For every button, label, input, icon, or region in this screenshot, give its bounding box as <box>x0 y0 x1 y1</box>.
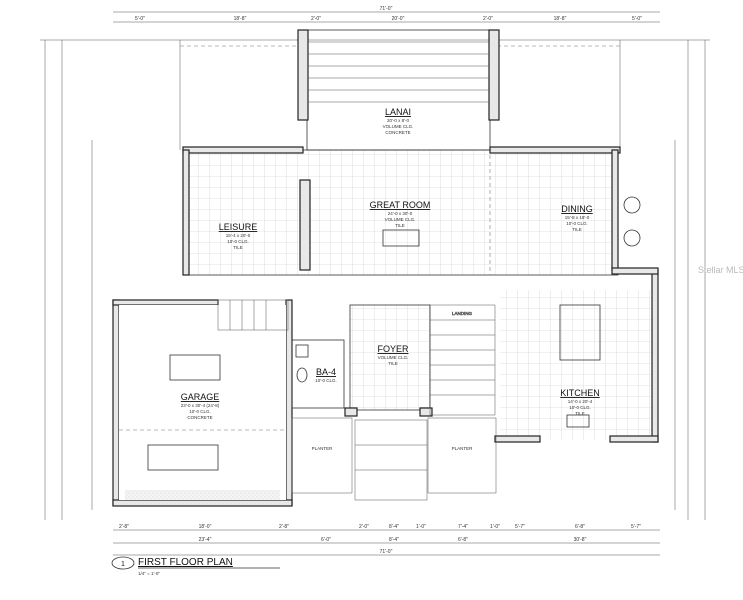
room-ceiling: 10'-0 CLG. <box>189 409 211 414</box>
entry-steps <box>354 419 428 501</box>
room-garage: GARAGE 23'-0 x 30'-4 (24'-8) 10'-0 CLG. … <box>112 299 293 507</box>
ac-unit-icon <box>623 196 641 214</box>
room-kitchen: KITCHEN 14'-0 x 20'-4 10'-0 CLG. TILE <box>494 267 659 443</box>
kitchen-sink-icon <box>566 414 590 428</box>
sink-icon <box>295 344 309 358</box>
note-box <box>382 229 420 247</box>
room-floor: CONCRETE <box>187 415 212 420</box>
plan-number: 1 <box>121 561 125 568</box>
toilet-icon <box>296 367 308 383</box>
room-ceiling: 10'-0 CLG. <box>566 221 588 226</box>
room-floor: TILE <box>233 245 243 250</box>
note-box <box>147 444 219 471</box>
room-name: GREAT ROOM <box>370 200 431 210</box>
room-floor: CONCRETE <box>385 130 410 135</box>
dim-top-overall: 71'-0" <box>380 6 393 12</box>
top-dimensions: 71'-0" 5'-0" 18'-8" 2'-0" 20'-0" 2'-0" 1… <box>40 6 710 41</box>
living-band <box>182 146 641 276</box>
dim-bottom: 2'-8" <box>119 524 129 530</box>
room-ceiling: 10'-0 CLG. <box>315 378 337 383</box>
room-ceiling: 10'-0 CLG. <box>569 405 591 410</box>
room-foyer: FOYER VOLUME CLG. TILE <box>344 304 433 417</box>
dim-top: 5'-0" <box>135 16 145 22</box>
side-dimensions <box>44 40 706 520</box>
room-floor: TILE <box>572 227 582 232</box>
stairs <box>217 299 289 331</box>
planters: PLANTER PLANTER <box>291 417 497 501</box>
room-size: 15'-4 x 20'-0 <box>226 233 251 238</box>
plan-title: FIRST FLOOR PLAN <box>138 557 233 568</box>
room-name: LANAI <box>385 107 411 117</box>
dim-bottom: 2'-8" <box>279 524 289 530</box>
room-name: FOYER <box>377 344 409 354</box>
room-size: 14'-0 x 20'-4 <box>568 399 593 404</box>
dim-bottom: 7'-4" <box>458 524 468 530</box>
room-dining: DINING 15'-8 x 18'-0 10'-0 CLG. TILE <box>561 204 593 232</box>
room-size: 24'-0 x 30'-0 <box>388 211 413 216</box>
room-great-room: GREAT ROOM 24'-0 x 30'-0 VOLUME CLG. TIL… <box>370 200 431 247</box>
kitchen-island <box>559 304 601 361</box>
dim-bottom: 6'-0" <box>321 537 331 543</box>
interior-stair: LANDING <box>429 304 496 416</box>
room-floor: TILE <box>388 361 398 366</box>
room-ceiling: 10'-0 CLG. <box>227 239 249 244</box>
room-size: 20'-0 x 8'-0 <box>387 118 409 123</box>
planter-label: PLANTER <box>452 446 474 451</box>
dim-top: 18'-8" <box>554 16 567 22</box>
room-name: LEISURE <box>219 222 258 232</box>
dim-bottom: 2'-0" <box>359 524 369 530</box>
plan-title-block: 1 FIRST FLOOR PLAN 1/4" = 1'-0" <box>111 556 280 576</box>
dim-bottom: 6'-8" <box>458 537 468 543</box>
dim-bottom: 5'-7" <box>631 524 641 530</box>
dim-bottom: 5'-7" <box>515 524 525 530</box>
bottom-dimensions: 2'-8" 18'-0" 2'-8" 2'-0" 8'-4" 1'-0" 7'-… <box>113 524 660 556</box>
dim-bottom: 1'-0" <box>416 524 426 530</box>
watermark: Stellar MLS <box>698 265 743 275</box>
room-leisure: LEISURE 15'-4 x 20'-0 10'-0 CLG. TILE <box>219 222 258 250</box>
dim-bottom: 23'-4" <box>199 537 212 543</box>
dim-bottom: 30'-8" <box>574 537 587 543</box>
ac-unit-icon <box>623 229 641 247</box>
room-ceiling: VOLUME CLG. <box>378 355 409 360</box>
dim-bottom: 8'-4" <box>389 524 399 530</box>
dim-bottom: 6'-8" <box>575 524 585 530</box>
room-floor: TILE <box>575 411 585 416</box>
room-ceiling: VOLUME CLG. <box>385 217 416 222</box>
planter-label: PLANTER <box>312 446 334 451</box>
plan-scale: 1/4" = 1'-0" <box>138 571 160 576</box>
dim-top: 5'-0" <box>632 16 642 22</box>
room-name: BA-4 <box>316 367 336 377</box>
room-size: 23'-0 x 30'-4 (24'-8) <box>181 403 220 408</box>
dim-top: 2'-0" <box>483 16 493 22</box>
room-size: 15'-8 x 18'-0 <box>565 215 590 220</box>
dim-bottom: 18'-0" <box>199 524 212 530</box>
room-ceiling: VOLUME CLG. <box>383 124 414 129</box>
room-name: GARAGE <box>181 392 220 402</box>
soffit-lines <box>179 40 621 150</box>
room-bath: BA-4 10'-0 CLG. <box>291 339 345 409</box>
dim-top: 18'-8" <box>234 16 247 22</box>
room-name: DINING <box>561 204 593 214</box>
dim-top: 20'-0" <box>392 16 405 22</box>
dim-bottom: 1'-0" <box>490 524 500 530</box>
dim-bottom: 8'-4" <box>389 537 399 543</box>
landing-label: LANDING <box>452 311 473 316</box>
plan-number-bubble <box>111 556 135 570</box>
dim-bottom-overall: 71'-0" <box>380 549 393 555</box>
room-lanai: LANAI 20'-0 x 8'-0 VOLUME CLG. CONCRETE <box>297 29 500 151</box>
dim-top: 2'-0" <box>311 16 321 22</box>
room-name: KITCHEN <box>560 388 600 398</box>
room-floor: TILE <box>395 223 405 228</box>
